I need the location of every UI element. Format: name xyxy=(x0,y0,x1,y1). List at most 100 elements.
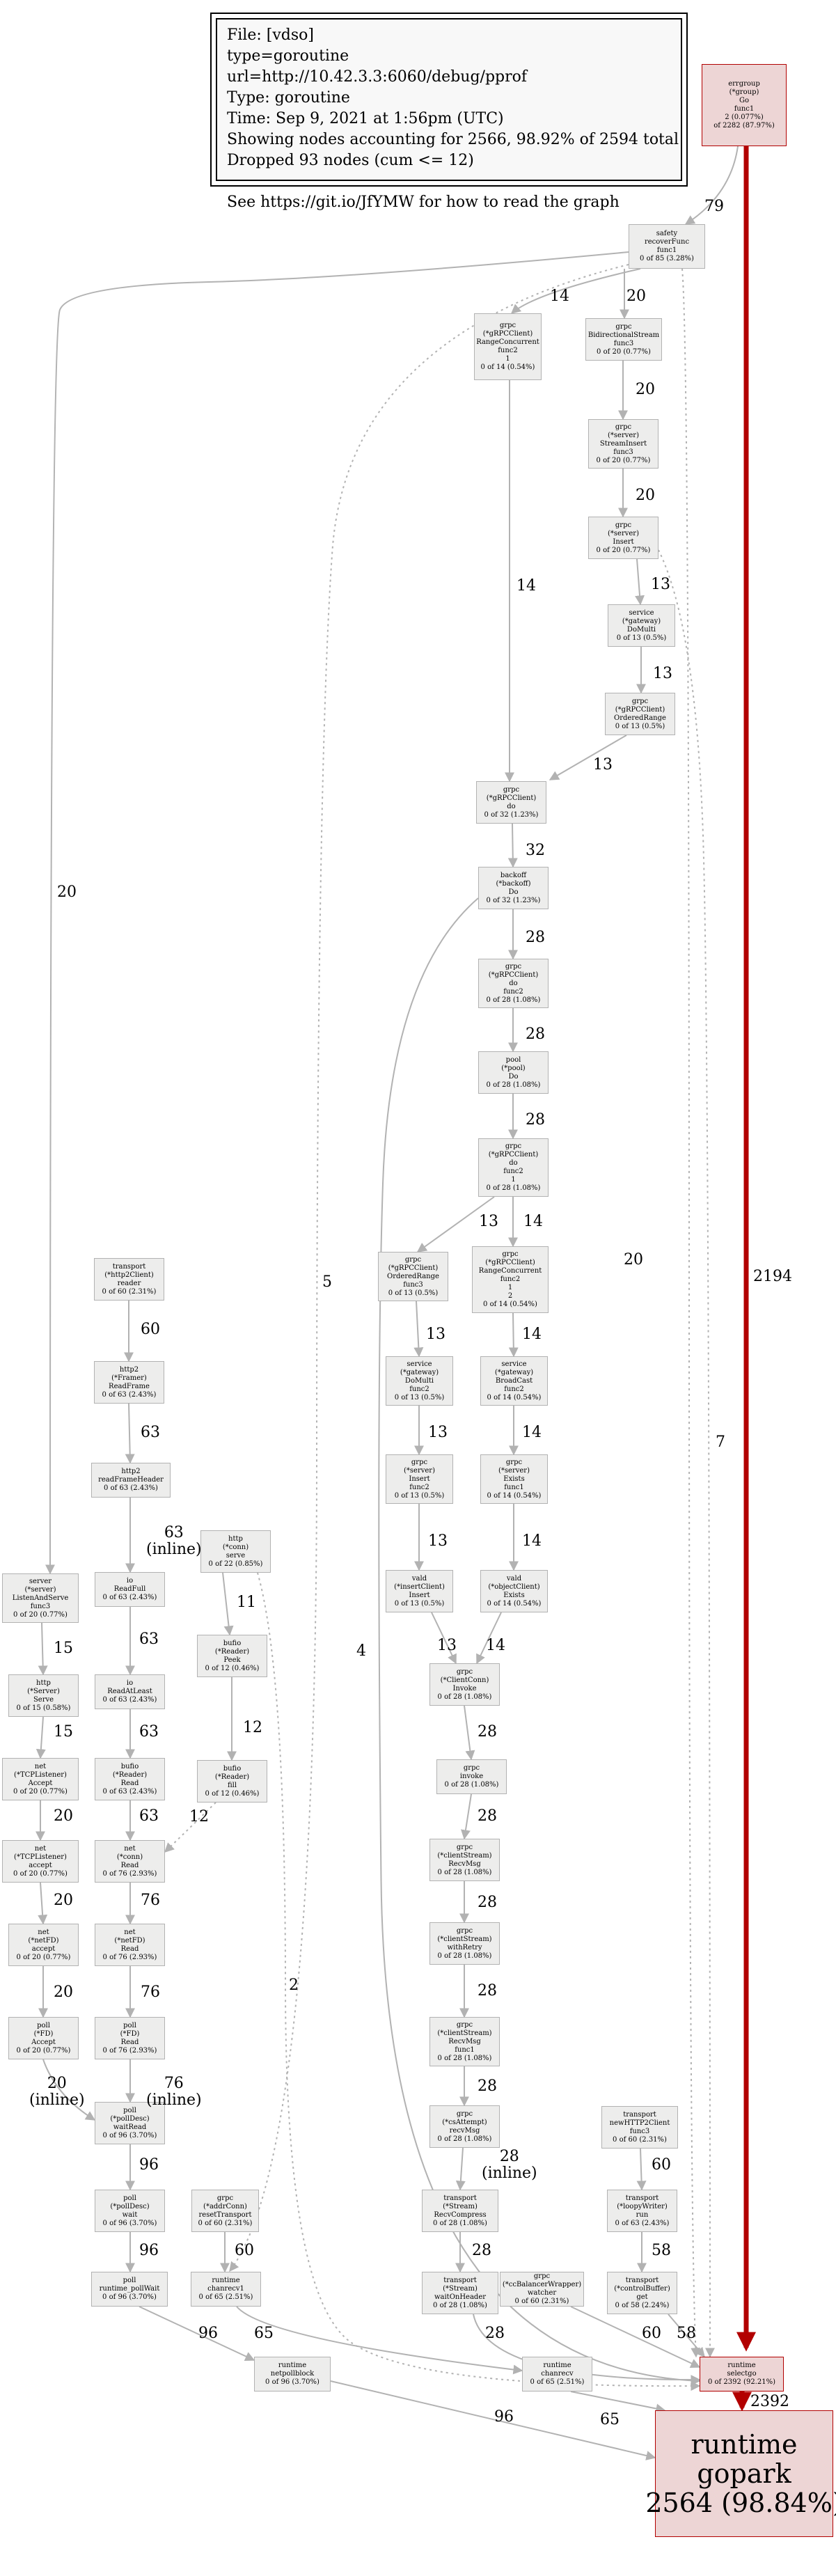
legend-line xyxy=(227,171,671,192)
node-label-line: io xyxy=(126,1577,134,1585)
edge-grpc-invoke-to-grpc-recvmsg xyxy=(461,1793,472,1840)
node-label-line: of 2282 (87.97%) xyxy=(713,122,775,129)
edge-safety-to-server-listenandserve xyxy=(45,251,629,1575)
node-label-line: Peek xyxy=(223,1656,241,1664)
legend-line: Type: goroutine xyxy=(227,89,350,107)
edge-weight-label: 2194 xyxy=(753,1269,792,1285)
edge-weight-label: 63 xyxy=(139,1724,159,1741)
edge-weight-label: 12 xyxy=(189,1809,209,1825)
node-label-line: Read xyxy=(120,1945,139,1953)
node-label-line: 0 of 63 (2.43%) xyxy=(615,2219,670,2227)
node-label-line: chanrecv xyxy=(541,2370,574,2378)
node-label-line: safety xyxy=(656,230,678,237)
edge-weight-value: 58 xyxy=(652,2242,671,2259)
edge-weight-value: 15 xyxy=(54,1723,73,1741)
legend-line: Time: Sep 9, 2021 at 1:56pm (UTC) xyxy=(227,110,504,127)
node-label-line: bufio xyxy=(223,1764,242,1773)
node-label-line: func3 xyxy=(613,339,634,347)
edge-weight-label: 13 xyxy=(428,1533,448,1550)
node-label-line: (*group) xyxy=(729,88,759,96)
edge-weight-value: 28 xyxy=(526,1111,545,1129)
edge-weight-value: 28 xyxy=(526,1026,545,1043)
node-label-line: 0 of 28 (1.08%) xyxy=(433,2301,487,2309)
node-label-line: (*server) xyxy=(498,1466,530,1475)
node-label-line: 0 of 13 (0.5%) xyxy=(388,1289,439,1297)
edge-weight-label: 32 xyxy=(526,842,545,859)
node-label-line: grpc xyxy=(411,1458,428,1466)
edge-weight-label: 60 xyxy=(642,2325,661,2342)
node-label-line: BidirectionalStream xyxy=(587,331,660,339)
edge-weight-value: 60 xyxy=(141,1321,160,1338)
node-label-line: runtime xyxy=(212,2277,240,2284)
edge-weight-value: 63 xyxy=(164,1524,184,1541)
edge-weight-value: 13 xyxy=(428,1424,448,1441)
node-label-line: grpc xyxy=(503,785,520,794)
node-label-line: 0 of 28 (1.08%) xyxy=(486,1081,541,1089)
edge-weight-label: 60 xyxy=(235,2243,254,2259)
node-label-line: 0 of 63 (2.43%) xyxy=(102,1594,157,1601)
edge-weight-label: 13 xyxy=(479,1214,498,1230)
node-label-line: runtime xyxy=(691,2429,798,2460)
edge-weight-label: 28 xyxy=(526,1026,545,1043)
node-label-line: accept xyxy=(29,1861,52,1869)
edge-weight-value: 13 xyxy=(437,1637,457,1654)
edge-grpc-ccbw-watcher-to-runtime-selectgo xyxy=(570,2306,701,2368)
edge-weight-label: 2392 xyxy=(750,2394,789,2410)
node-label-line: grpc xyxy=(631,697,649,705)
edge-weight-value: 14 xyxy=(486,1637,505,1654)
edge-weight-value: 60 xyxy=(235,2242,254,2259)
node-label-line: (*objectClient) xyxy=(488,1582,540,1591)
node-label-line: ReadFrame xyxy=(109,1382,150,1390)
node-label-line: func3 xyxy=(613,448,633,456)
edge-weight-value: 60 xyxy=(652,2156,671,2174)
node-label-line: transport xyxy=(112,1262,146,1271)
edge-weight-value: 5 xyxy=(322,1273,332,1291)
edge-weight-value: 32 xyxy=(526,842,545,859)
node-label-line: ReadAtLeast xyxy=(107,1688,152,1695)
edge-grpc-insert-to-svc-domulti1 xyxy=(635,558,645,606)
edge-weight-label: 65 xyxy=(254,2325,274,2342)
node-label-line: vald xyxy=(506,1574,522,1582)
node-label-line: (*loopyWriter) xyxy=(617,2202,668,2210)
node-label-line: grpc xyxy=(463,1764,480,1772)
edge-weight-label: 14 xyxy=(486,1638,505,1654)
edge-weight-value: 63 xyxy=(139,1807,159,1825)
edge-weight-label: 11 xyxy=(237,1594,256,1611)
edge-weight-label: 28 xyxy=(478,1894,497,1911)
node-label-line: 0 of 63 (2.43%) xyxy=(104,1484,158,1492)
node-label-line: (*backoff) xyxy=(496,879,531,888)
node-label-line: grpc xyxy=(505,1142,522,1150)
node-label-line: Accept xyxy=(31,2038,56,2046)
legend-line: Showing nodes accounting for 2566, 98.92… xyxy=(227,131,679,148)
node-label-line: 0 of 32 (1.23%) xyxy=(486,896,541,904)
node-label-line: (*conn) xyxy=(222,1543,249,1551)
node-label-line: bufio xyxy=(223,1639,242,1647)
node-label-line: 0 of 20 (0.77%) xyxy=(16,2046,71,2055)
edge-poll-fd-accept-to-poll-waitread xyxy=(42,2059,96,2121)
node-label-line: 0 of 96 (3.70%) xyxy=(102,2219,157,2227)
node-label-line: func2 xyxy=(504,1385,524,1393)
node-label-line: Go xyxy=(739,97,749,104)
node-label-line: (*gateway) xyxy=(622,617,661,625)
node-label-line: (*Reader) xyxy=(214,1647,250,1656)
node-label-line: runtime xyxy=(278,2362,307,2369)
node-label-line: resetTransport xyxy=(198,2210,252,2219)
node-label-line: fill xyxy=(227,1781,237,1789)
node-label-line: poll xyxy=(123,2021,136,2029)
node-label-line: Serve xyxy=(33,1695,54,1704)
node-label-line: (*pollDesc) xyxy=(110,2114,150,2123)
legend-line: See https://git.io/JfYMW for how to read… xyxy=(227,194,620,211)
